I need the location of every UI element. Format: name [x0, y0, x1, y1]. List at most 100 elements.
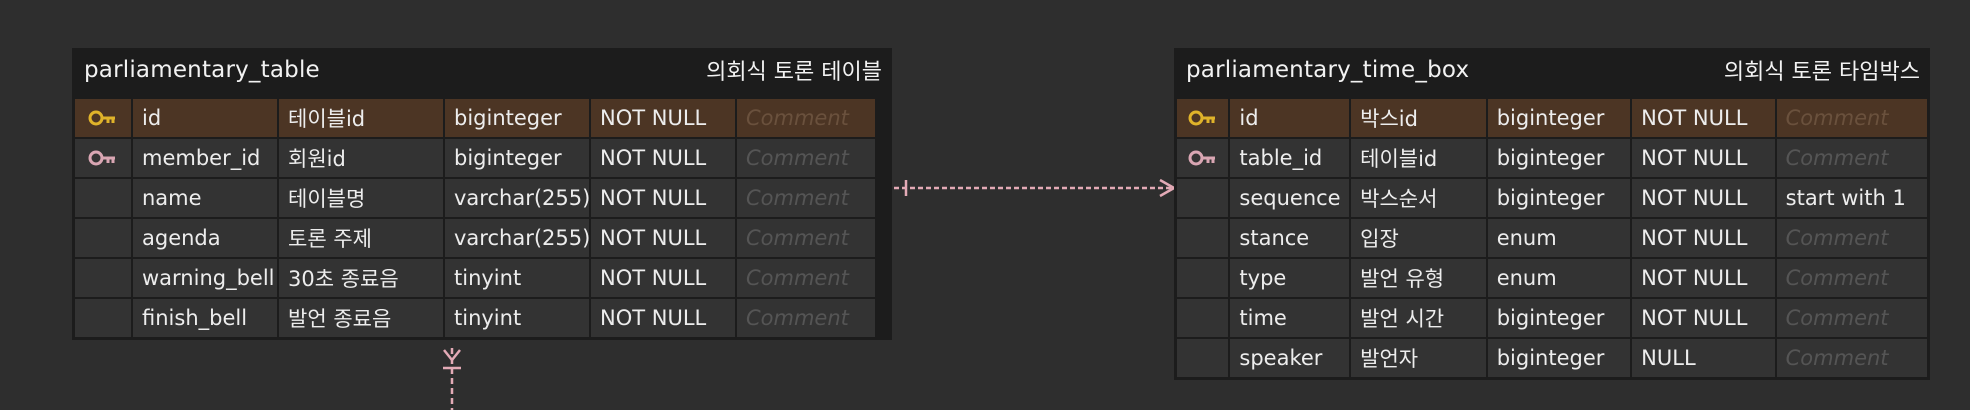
foreign-key-icon — [75, 139, 131, 177]
column-nullable[interactable]: NOT NULL — [1632, 179, 1775, 217]
key-cell — [75, 179, 131, 217]
key-cell — [1177, 339, 1229, 377]
column-comment[interactable]: Comment — [1776, 219, 1928, 257]
column-type[interactable]: enum — [1487, 259, 1631, 297]
column-korean-name[interactable]: 테이블id — [279, 99, 443, 137]
column-name[interactable]: member_id — [133, 139, 277, 177]
column-nullable[interactable]: NOT NULL — [591, 139, 735, 177]
table-name: parliamentary_time_box — [1186, 57, 1470, 83]
column-name[interactable]: speaker — [1230, 339, 1350, 377]
column-type[interactable]: biginteger — [1487, 99, 1631, 137]
column-comment[interactable]: start with 1 — [1776, 179, 1928, 217]
column-name[interactable]: warning_bell — [133, 259, 277, 297]
column-nullable[interactable]: NOT NULL — [591, 99, 735, 137]
column-nullable[interactable]: NULL — [1632, 339, 1775, 377]
column-korean-name[interactable]: 발언 시간 — [1351, 299, 1486, 337]
column-name[interactable]: id — [133, 99, 277, 137]
column-nullable[interactable]: NOT NULL — [1632, 299, 1775, 337]
column-nullable[interactable]: NOT NULL — [1632, 219, 1775, 257]
column-nullable[interactable]: NOT NULL — [1632, 259, 1775, 297]
column-nullable[interactable]: NOT NULL — [591, 299, 735, 337]
column-korean-name[interactable]: 발언자 — [1351, 339, 1486, 377]
key-cell — [75, 299, 131, 337]
column-comment[interactable]: Comment — [737, 219, 875, 257]
column-comment[interactable]: Comment — [737, 259, 875, 297]
column-name[interactable]: id — [1230, 99, 1350, 137]
column-comment[interactable]: Comment — [737, 179, 875, 217]
primary-key-icon — [75, 99, 131, 137]
column-name[interactable]: finish_bell — [133, 299, 277, 337]
column-korean-name[interactable]: 테이블id — [1351, 139, 1486, 177]
column-nullable[interactable]: NOT NULL — [1632, 139, 1775, 177]
key-cell — [75, 219, 131, 257]
column-type[interactable]: tinyint — [445, 299, 589, 337]
column-comment[interactable]: Comment — [1776, 259, 1928, 297]
column-korean-name[interactable]: 박스id — [1351, 99, 1486, 137]
column-comment[interactable]: Comment — [737, 139, 875, 177]
column-korean-name[interactable]: 발언 종료음 — [279, 299, 443, 337]
column-name[interactable]: sequence — [1230, 179, 1350, 217]
column-type[interactable]: varchar(255) — [445, 179, 589, 217]
table-name: parliamentary_table — [84, 57, 320, 83]
column-korean-name[interactable]: 회원id — [279, 139, 443, 177]
column-nullable[interactable]: NOT NULL — [591, 219, 735, 257]
column-type[interactable]: biginteger — [1487, 339, 1631, 377]
column-nullable[interactable]: NOT NULL — [591, 259, 735, 297]
column-comment[interactable]: Comment — [737, 299, 875, 337]
column-korean-name[interactable]: 입장 — [1351, 219, 1486, 257]
column-type[interactable]: varchar(255) — [445, 219, 589, 257]
column-comment[interactable]: Comment — [1776, 99, 1928, 137]
primary-key-icon — [1177, 99, 1229, 137]
key-cell — [1177, 179, 1229, 217]
column-type[interactable]: biginteger — [1487, 139, 1631, 177]
column-comment[interactable]: Comment — [1776, 139, 1928, 177]
column-nullable[interactable]: NOT NULL — [591, 179, 735, 217]
column-comment[interactable]: Comment — [1776, 299, 1928, 337]
foreign-key-icon — [1177, 139, 1229, 177]
column-korean-name[interactable]: 박스순서 — [1351, 179, 1486, 217]
column-type[interactable]: enum — [1487, 219, 1631, 257]
column-name[interactable]: type — [1230, 259, 1350, 297]
column-comment[interactable]: Comment — [1776, 339, 1928, 377]
table-korean-label: 의회식 토론 타임박스 — [1723, 60, 1920, 85]
column-type[interactable]: biginteger — [1487, 299, 1631, 337]
relation-line-horizontal[interactable] — [892, 176, 1174, 200]
column-nullable[interactable]: NOT NULL — [1632, 99, 1775, 137]
column-type[interactable]: biginteger — [1487, 179, 1631, 217]
key-cell — [75, 259, 131, 297]
column-type[interactable]: biginteger — [445, 139, 589, 177]
column-comment[interactable]: Comment — [737, 99, 875, 137]
column-name[interactable]: time — [1230, 299, 1350, 337]
column-korean-name[interactable]: 발언 유형 — [1351, 259, 1486, 297]
column-korean-name[interactable]: 30초 종료음 — [279, 259, 443, 297]
column-korean-name[interactable]: 테이블명 — [279, 179, 443, 217]
column-name[interactable]: table_id — [1230, 139, 1350, 177]
key-cell — [1177, 299, 1229, 337]
relation-line-vertical[interactable] — [440, 346, 464, 410]
table-header[interactable]: parliamentary_table 의회식 토론 테이블 — [74, 48, 890, 92]
column-name[interactable]: agenda — [133, 219, 277, 257]
column-name[interactable]: name — [133, 179, 277, 217]
table-header[interactable]: parliamentary_time_box 의회식 토론 타임박스 — [1176, 48, 1928, 92]
column-type[interactable]: tinyint — [445, 259, 589, 297]
column-name[interactable]: stance — [1230, 219, 1350, 257]
key-cell — [1177, 219, 1229, 257]
column-korean-name[interactable]: 토론 주제 — [279, 219, 443, 257]
column-type[interactable]: biginteger — [445, 99, 589, 137]
